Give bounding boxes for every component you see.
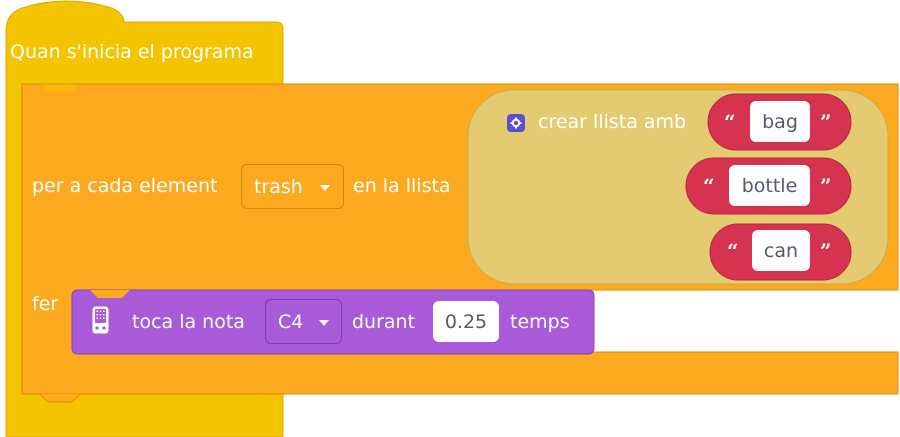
quote-close-icon: ” [820,174,832,198]
gear-glyph [510,117,522,129]
loop-notch [40,84,80,92]
quote-close-icon: ” [820,239,832,263]
quote-close-icon: ” [820,110,832,134]
do-label: fer [32,293,59,315]
chevron-down-icon [320,185,330,191]
gear-icon[interactable] [507,114,525,132]
in-list-label: en la llista [353,175,451,197]
text-value: can [763,239,799,262]
note-value: C4 [278,310,304,333]
play-notch [90,290,130,298]
variable-dropdown[interactable]: trash [241,164,344,209]
text-value: bag [762,110,798,133]
play-note-label: toca la nota [132,311,245,333]
text-field-bottle[interactable]: bottle [729,165,810,206]
on-start-block[interactable] [5,0,284,437]
microbit-icon [92,306,109,334]
note-dropdown[interactable]: C4 [265,299,342,344]
create-list-label: crear llista amb [538,111,687,133]
variable-name: trash [254,175,303,198]
text-field-bag[interactable]: bag [750,101,810,142]
microbit-glyph [92,306,109,334]
text-value: bottle [741,174,798,197]
unit-label: temps [510,311,570,333]
quote-open-icon: “ [724,110,736,134]
during-label: durant [352,311,416,333]
quote-open-icon: “ [727,239,739,263]
on-start-label: Quan s'inicia el programa [10,41,254,63]
beats-field[interactable]: 0.25 [433,301,499,342]
loop-bottom-notch [39,393,81,403]
for-each-label: per a cada element [32,175,218,197]
beats-value: 0.25 [444,310,488,333]
text-field-can[interactable]: can [752,230,810,271]
quote-open-icon: “ [703,174,715,198]
chevron-down-icon [319,320,329,326]
